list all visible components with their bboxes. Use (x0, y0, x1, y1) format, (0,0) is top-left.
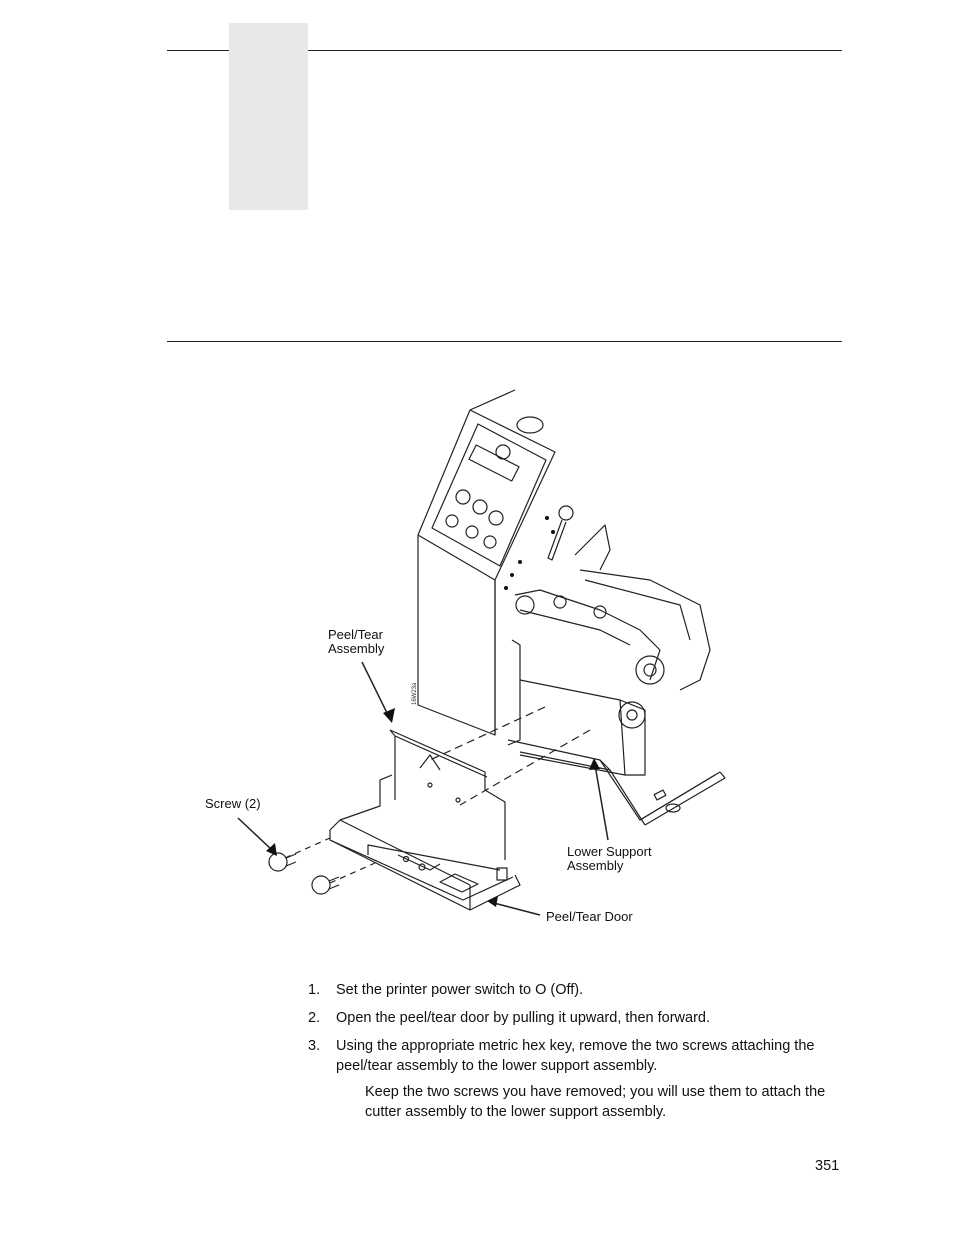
chapter-tab (229, 23, 308, 210)
step-text: Set the printer power switch to O (Off). (336, 982, 584, 998)
peel-tear-assembly-label: Peel/Tear Assembly (328, 628, 384, 656)
step-2: 2. Open the peel/tear door by pulling it… (308, 1008, 848, 1028)
lower-support-label-line2: Assembly (567, 858, 624, 873)
lower-support-assembly-label: Lower Support Assembly (567, 845, 652, 873)
screw-label: Screw (2) (205, 796, 261, 811)
art-code-label: 16W23a (412, 682, 418, 705)
peel-tear-assembly-label-line2: Assembly (328, 641, 385, 656)
step-number: 3. (308, 1038, 321, 1054)
page-number: 351 (815, 1158, 840, 1174)
step-text: Open the peel/tear door by pulling it up… (336, 1010, 711, 1026)
printer-illustration: 16W23a Peel/Tear Assembly Screw (2) Lowe… (0, 380, 954, 940)
lower-support-label-line1: Lower Support (567, 844, 652, 859)
peel-tear-door-label: Peel/Tear Door (546, 909, 633, 924)
section-rule (167, 341, 842, 342)
peel-tear-assembly-label-line1: Peel/Tear (328, 627, 383, 642)
step-text: Using the appropriate metric hex key, re… (336, 1038, 815, 1074)
procedure-steps: 1. Set the printer power switch to O (Of… (308, 980, 848, 1122)
step-number: 1. (308, 982, 321, 998)
step-1: 1. Set the printer power switch to O (Of… (308, 980, 848, 1000)
step-number: 2. (308, 1010, 321, 1026)
top-rule (167, 50, 842, 51)
step-3: 3. Using the appropriate metric hex key,… (308, 1036, 848, 1076)
step-3-note: Keep the two screws you have removed; yo… (365, 1084, 826, 1120)
printer-drawing: 16W23a (237, 389, 726, 916)
